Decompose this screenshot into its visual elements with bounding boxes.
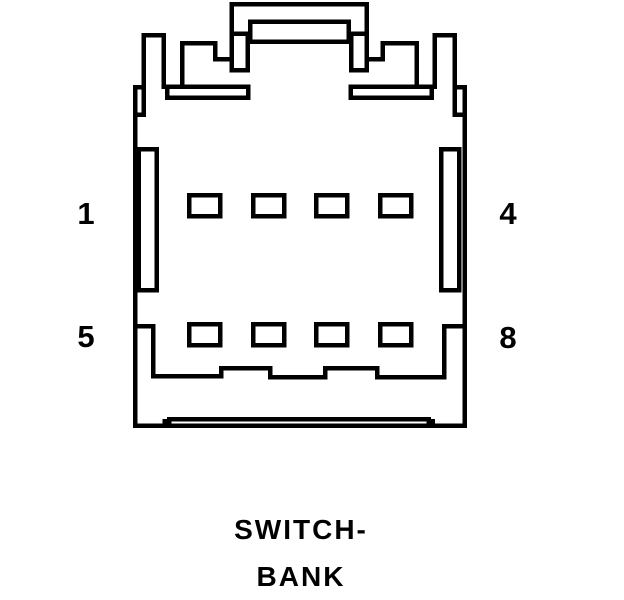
caption-line-1: SWITCH- bbox=[234, 514, 368, 545]
side-rib-right bbox=[438, 146, 462, 293]
bottom-bar bbox=[166, 416, 431, 426]
pin-cavity-4 bbox=[377, 192, 414, 219]
shelf-right bbox=[348, 84, 434, 100]
pin-cavity-2 bbox=[250, 192, 287, 219]
connector-outline bbox=[132, 1, 467, 428]
pin-cavity-8 bbox=[377, 321, 414, 348]
side-rib-left bbox=[136, 146, 159, 293]
pin-label-4: 4 bbox=[499, 196, 517, 231]
caption-line-2: BANK bbox=[256, 561, 346, 592]
latch-arm-right bbox=[348, 31, 369, 73]
latch-arm-left bbox=[229, 31, 250, 73]
pin-row-2 bbox=[186, 321, 414, 348]
pin-cavity-5 bbox=[186, 321, 223, 348]
wall-notch-right bbox=[452, 87, 465, 117]
pin-label-1: 1 bbox=[77, 196, 95, 231]
pin-cavity-1 bbox=[186, 192, 223, 219]
pin-cavity-6 bbox=[250, 321, 287, 348]
pin-label-5: 5 bbox=[77, 319, 95, 354]
pin-row-1 bbox=[186, 192, 414, 219]
pin-label-8: 8 bbox=[499, 320, 517, 355]
latch-beam bbox=[247, 19, 351, 44]
pin-cavity-7 bbox=[313, 321, 350, 348]
pin-cavity-3 bbox=[313, 192, 350, 219]
wall-notch-left bbox=[135, 87, 146, 117]
lower-step-contour bbox=[137, 323, 463, 380]
shelf-left bbox=[164, 84, 251, 100]
